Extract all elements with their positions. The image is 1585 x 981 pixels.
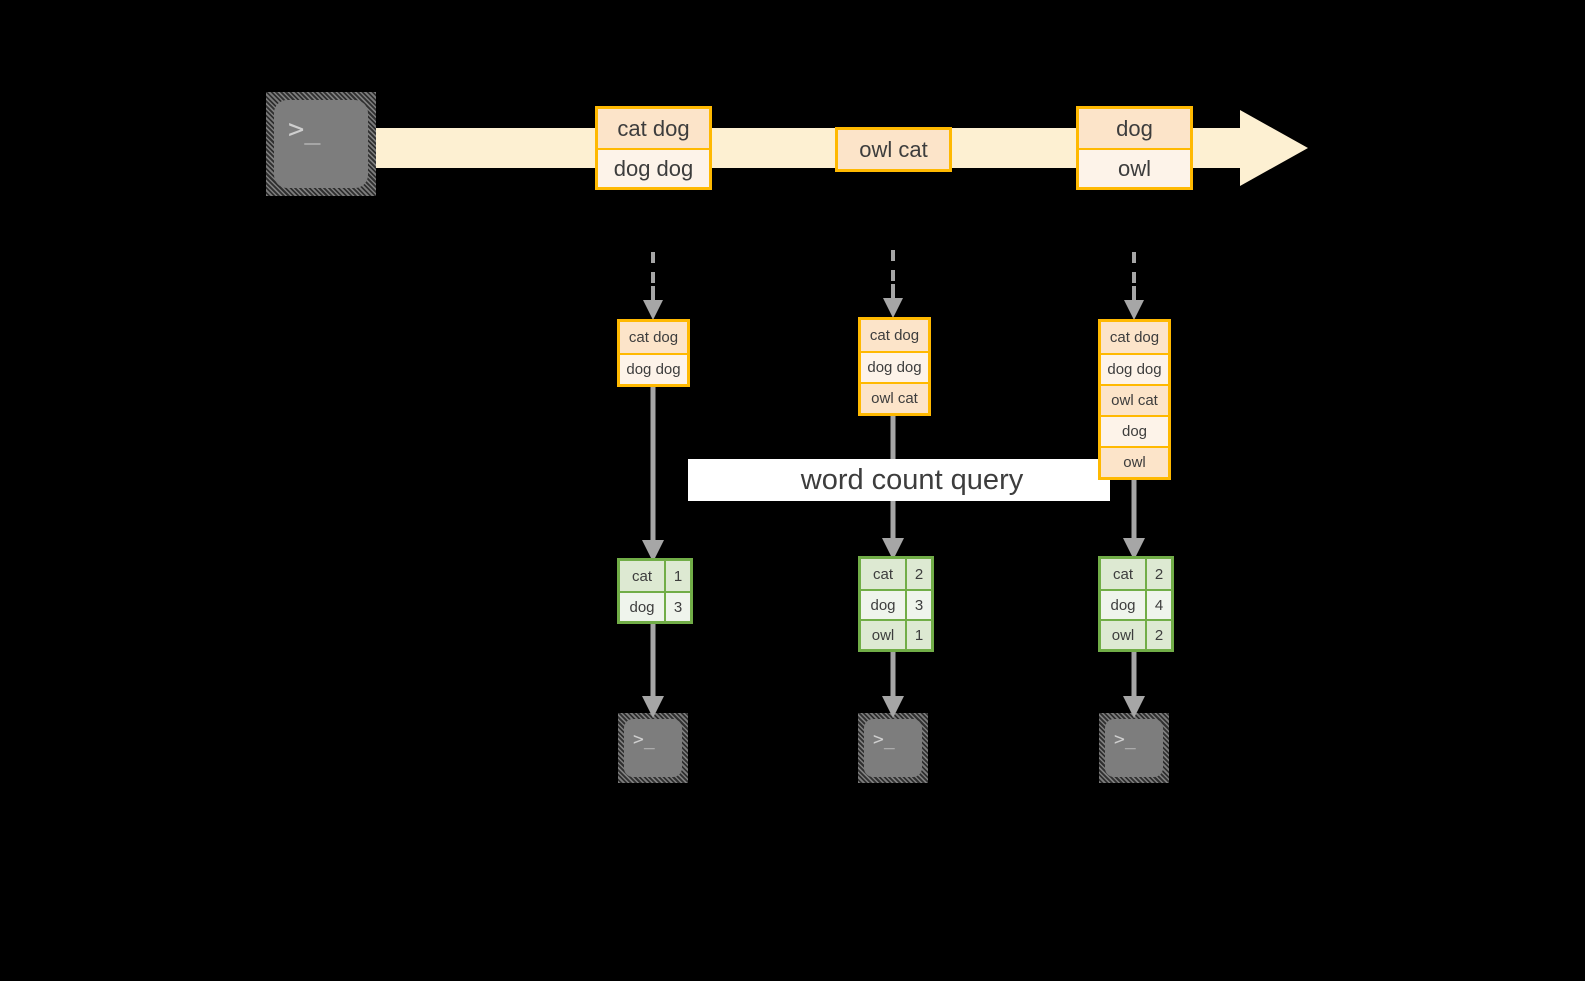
stream-batch-1: cat dog dog dog <box>595 106 712 190</box>
stream-batch-3: dog owl <box>1076 106 1193 190</box>
query-banner-label: word count query <box>800 463 1024 496</box>
result-word: cat <box>620 561 664 591</box>
terminal-prompt-glyph: >_ <box>633 729 655 750</box>
stream-to-state-connector <box>883 250 903 318</box>
terminal-prompt-glyph: >_ <box>288 114 321 145</box>
result-row: cat 2 <box>861 559 931 589</box>
result-to-sink-connector <box>1123 650 1145 718</box>
stream-batch-line: cat dog <box>598 109 709 148</box>
result-count: 1 <box>905 621 931 649</box>
query-banner: word count query <box>688 459 1110 501</box>
result-row: dog 3 <box>861 589 931 619</box>
result-row: dog 4 <box>1101 589 1171 619</box>
sink-terminal-icon-1: >_ <box>618 713 688 783</box>
result-count: 2 <box>1145 559 1171 589</box>
result-word: dog <box>1101 591 1145 619</box>
result-count: 2 <box>1145 621 1171 649</box>
source-terminal-icon: >_ <box>266 92 376 196</box>
result-count: 3 <box>905 591 931 619</box>
result-table-2: cat 2 dog 3 owl 1 <box>858 556 934 652</box>
terminal-body <box>274 100 368 188</box>
result-row: cat 2 <box>1101 559 1171 589</box>
result-row: owl 1 <box>861 619 931 649</box>
state-line: cat dog <box>861 320 928 351</box>
result-word: owl <box>1101 621 1145 649</box>
stream-batch-line: dog <box>1079 109 1190 148</box>
terminal-prompt-glyph: >_ <box>1114 729 1136 750</box>
result-table-1: cat 1 dog 3 <box>617 558 693 624</box>
result-word: owl <box>861 621 905 649</box>
result-word: cat <box>1101 559 1145 589</box>
result-to-sink-connector <box>882 652 904 718</box>
sink-terminal-icon-3: >_ <box>1099 713 1169 783</box>
sink-terminal-icon-2: >_ <box>858 713 928 783</box>
state-line: cat dog <box>620 322 687 353</box>
result-row: owl 2 <box>1101 619 1171 649</box>
result-count: 4 <box>1145 591 1171 619</box>
terminal-body <box>1105 719 1163 777</box>
state-line: dog dog <box>620 353 687 384</box>
state-line: dog <box>1101 415 1168 446</box>
state-stack-2: cat dog dog dog owl cat <box>858 317 931 416</box>
result-word: cat <box>861 559 905 589</box>
stream-batch-line: owl cat <box>838 130 949 169</box>
result-count: 2 <box>905 559 931 589</box>
terminal-prompt-glyph: >_ <box>873 729 895 750</box>
result-row: cat 1 <box>620 561 690 591</box>
terminal-body <box>624 719 682 777</box>
state-to-result-connector <box>1123 474 1145 560</box>
stream-to-state-connector <box>643 252 663 320</box>
stream-to-state-connector <box>1124 252 1144 320</box>
state-line: dog dog <box>1101 353 1168 384</box>
state-to-result-connector <box>642 382 664 562</box>
result-count: 1 <box>664 561 690 591</box>
stream-batch-line: owl <box>1079 148 1190 187</box>
result-count: 3 <box>664 593 690 621</box>
state-line: owl cat <box>1101 384 1168 415</box>
state-line: cat dog <box>1101 322 1168 353</box>
result-row: dog 3 <box>620 591 690 621</box>
stream-batch-2: owl cat <box>835 127 952 172</box>
terminal-body <box>864 719 922 777</box>
state-line: owl <box>1101 446 1168 477</box>
state-stack-3: cat dog dog dog owl cat dog owl <box>1098 319 1171 480</box>
state-line: owl cat <box>861 382 928 413</box>
stream-batch-line: dog dog <box>598 148 709 187</box>
result-word: dog <box>620 593 664 621</box>
state-stack-1: cat dog dog dog <box>617 319 690 387</box>
result-word: dog <box>861 591 905 619</box>
state-line: dog dog <box>861 351 928 382</box>
result-table-3: cat 2 dog 4 owl 2 <box>1098 556 1174 652</box>
result-to-sink-connector <box>642 622 664 718</box>
